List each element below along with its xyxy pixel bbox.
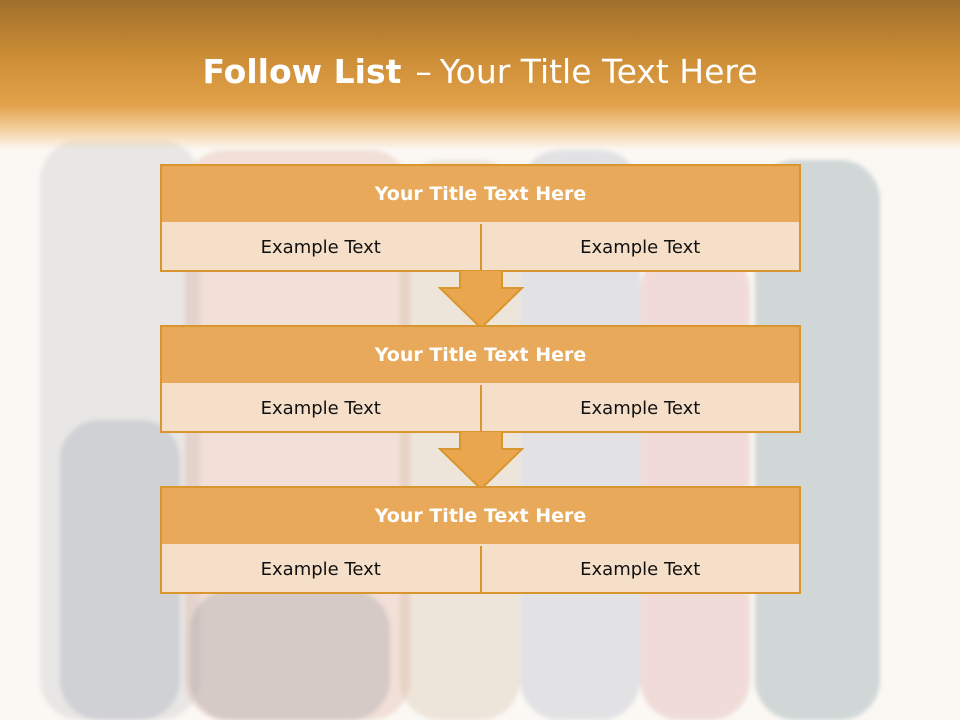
down-arrow-icon <box>438 431 524 491</box>
block-row: Example Text Example Text <box>162 546 799 592</box>
down-arrow-icon <box>438 270 524 330</box>
block-cell-right: Example Text <box>479 385 799 431</box>
block-cell-right: Example Text <box>479 546 799 592</box>
list-block-3: Your Title Text Here Example Text Exampl… <box>160 486 801 594</box>
title-bold: Follow List <box>202 52 402 91</box>
block-row: Example Text Example Text <box>162 385 799 431</box>
list-block-1: Your Title Text Here Example Text Exampl… <box>160 164 801 272</box>
block-cell-left: Example Text <box>162 224 480 270</box>
block-cell-left: Example Text <box>162 546 480 592</box>
block-title: Your Title Text Here <box>162 488 799 546</box>
block-cell-right: Example Text <box>479 224 799 270</box>
list-block-2: Your Title Text Here Example Text Exampl… <box>160 325 801 433</box>
block-title: Your Title Text Here <box>162 166 799 224</box>
block-title: Your Title Text Here <box>162 327 799 385</box>
slide-title: Follow List–Your Title Text Here <box>0 52 960 91</box>
block-row: Example Text Example Text <box>162 224 799 270</box>
block-cell-left: Example Text <box>162 385 480 431</box>
title-dash: – <box>415 52 432 91</box>
title-rest: Your Title Text Here <box>439 52 758 91</box>
title-bar <box>0 0 960 150</box>
